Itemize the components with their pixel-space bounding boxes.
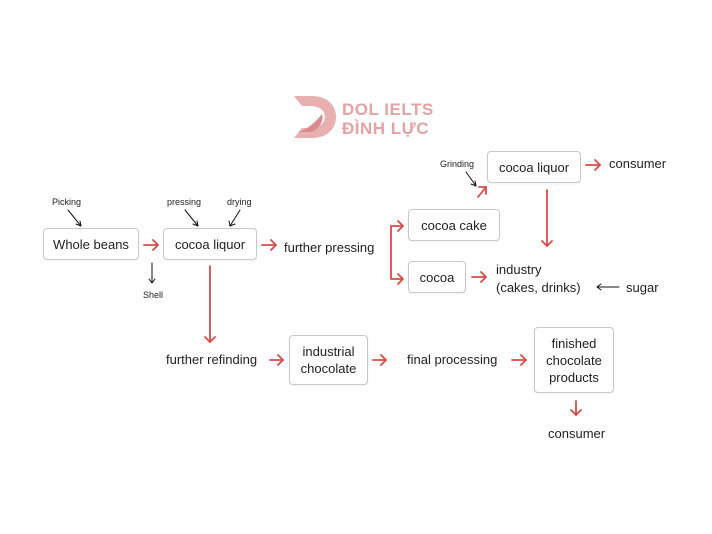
drying-label: drying: [227, 197, 252, 207]
cocoa-liquor-top-box: cocoa liquor: [487, 151, 581, 183]
arrow-picking: [67, 209, 82, 227]
consumer-top-label: consumer: [609, 156, 667, 171]
grinding-label: Grinding: [440, 159, 475, 169]
pressing-label: pressing: [167, 197, 202, 207]
further-pressing-label: further pressing: [284, 240, 375, 255]
further-refinding-label: further refinding: [166, 352, 258, 367]
cocoa-cake-box: cocoa cake: [408, 209, 500, 241]
arrow-split-bracket: [390, 220, 404, 285]
arrow-cocoa-to-industry: [471, 271, 487, 283]
finished-chocolate-products-box: finished chocolate products: [534, 327, 614, 393]
arrow-refinding-to-industrial: [269, 354, 284, 366]
arrow-industrial-to-final: [372, 354, 387, 366]
arrow-liquor-to-consumer: [585, 159, 601, 171]
final-processing-label: final processing: [407, 352, 498, 367]
arrow-grinding: [465, 171, 477, 187]
arrow-shell: [148, 262, 156, 284]
arrow-liquor-to-refinding: [204, 265, 216, 343]
arrow-liquor-to-industry: [541, 189, 553, 247]
arrow-final-to-finished: [511, 354, 527, 366]
picking-label: Picking: [52, 197, 82, 207]
arrow-cake-to-liquor: [477, 186, 487, 198]
whole-beans-box: Whole beans: [43, 228, 139, 260]
dol-logo-icon: [294, 96, 336, 138]
shell-label: Shell: [143, 290, 164, 300]
logo-text-line2: ĐÌNH LỰC: [342, 119, 430, 138]
arrow-finished-to-consumer: [570, 400, 582, 416]
arrow-pressing: [184, 209, 199, 227]
arrow-beans-to-liquor: [143, 239, 159, 251]
logo-text-line1: DOL IELTS: [342, 100, 434, 119]
cocoa-liquor-box: cocoa liquor: [163, 228, 257, 260]
arrow-drying: [228, 209, 241, 227]
arrow-liquor-to-pressing: [261, 239, 277, 251]
sugar-label: sugar: [626, 280, 659, 295]
cocoa-box: cocoa: [408, 261, 466, 293]
industry-label: industry (cakes, drinks): [496, 262, 581, 295]
industrial-chocolate-box: industrial chocolate: [289, 335, 368, 385]
consumer-bottom-label: consumer: [548, 426, 606, 441]
arrow-sugar: [596, 283, 620, 291]
